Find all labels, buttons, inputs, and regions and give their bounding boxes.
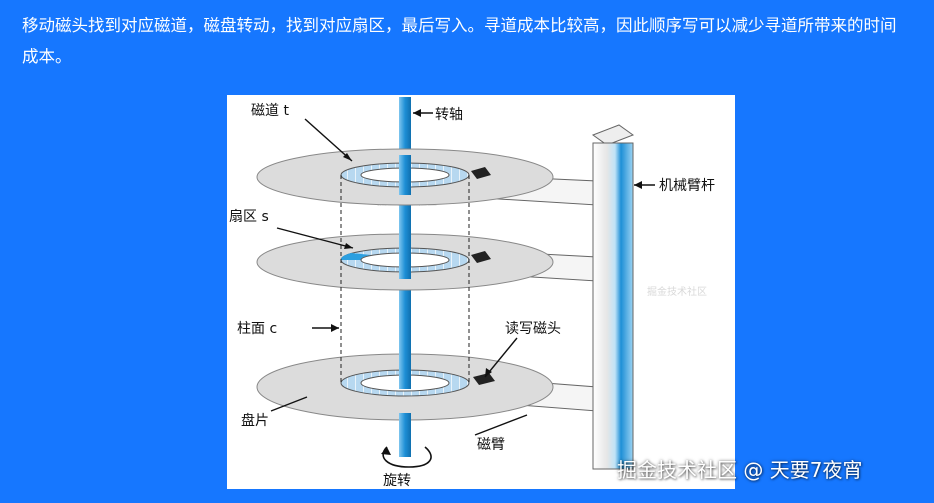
platter-middle (256, 213, 554, 291)
disk-diagram: 掘金技术社区 掘金技术社区 (227, 95, 735, 489)
article-paragraph: 移动磁头找到对应磁道，磁盘转动，找到对应扇区，最后写入。寻道成本比较高，因此顺序… (22, 16, 897, 66)
cylinder-outline (340, 175, 470, 385)
platter-bottom (256, 293, 554, 457)
read-write-heads (471, 167, 495, 385)
label-spindle: 转轴 (435, 107, 463, 123)
label-cylinder: 柱面 c (237, 321, 277, 337)
label-head: 读写磁头 (505, 320, 561, 337)
label-platter: 盘片 (241, 412, 269, 429)
arrow-heads (331, 109, 642, 377)
label-rotation: 旋转 (383, 473, 411, 489)
rotation-arrow-icon (382, 446, 432, 468)
platter-top (256, 148, 554, 206)
label-track: 磁道 t (251, 103, 289, 119)
watermark-text: 掘金技术社区 (647, 285, 707, 298)
label-sector: 扇区 s (229, 209, 269, 225)
article-text: 移动磁头找到对应磁道，磁盘转动，找到对应扇区，最后写入。寻道成本比较高，因此顺序… (22, 10, 912, 72)
credit-watermark: 掘金技术社区 @ 天要7夜宵 (617, 458, 863, 482)
label-arm: 磁臂 (477, 437, 505, 453)
sector-highlight (340, 253, 371, 260)
disk-diagram-svg: 掘金技术社区 掘金技术社区 (229, 97, 715, 489)
label-actuator-arm: 机械臂杆 (659, 178, 715, 194)
actuator-arm (591, 124, 635, 470)
